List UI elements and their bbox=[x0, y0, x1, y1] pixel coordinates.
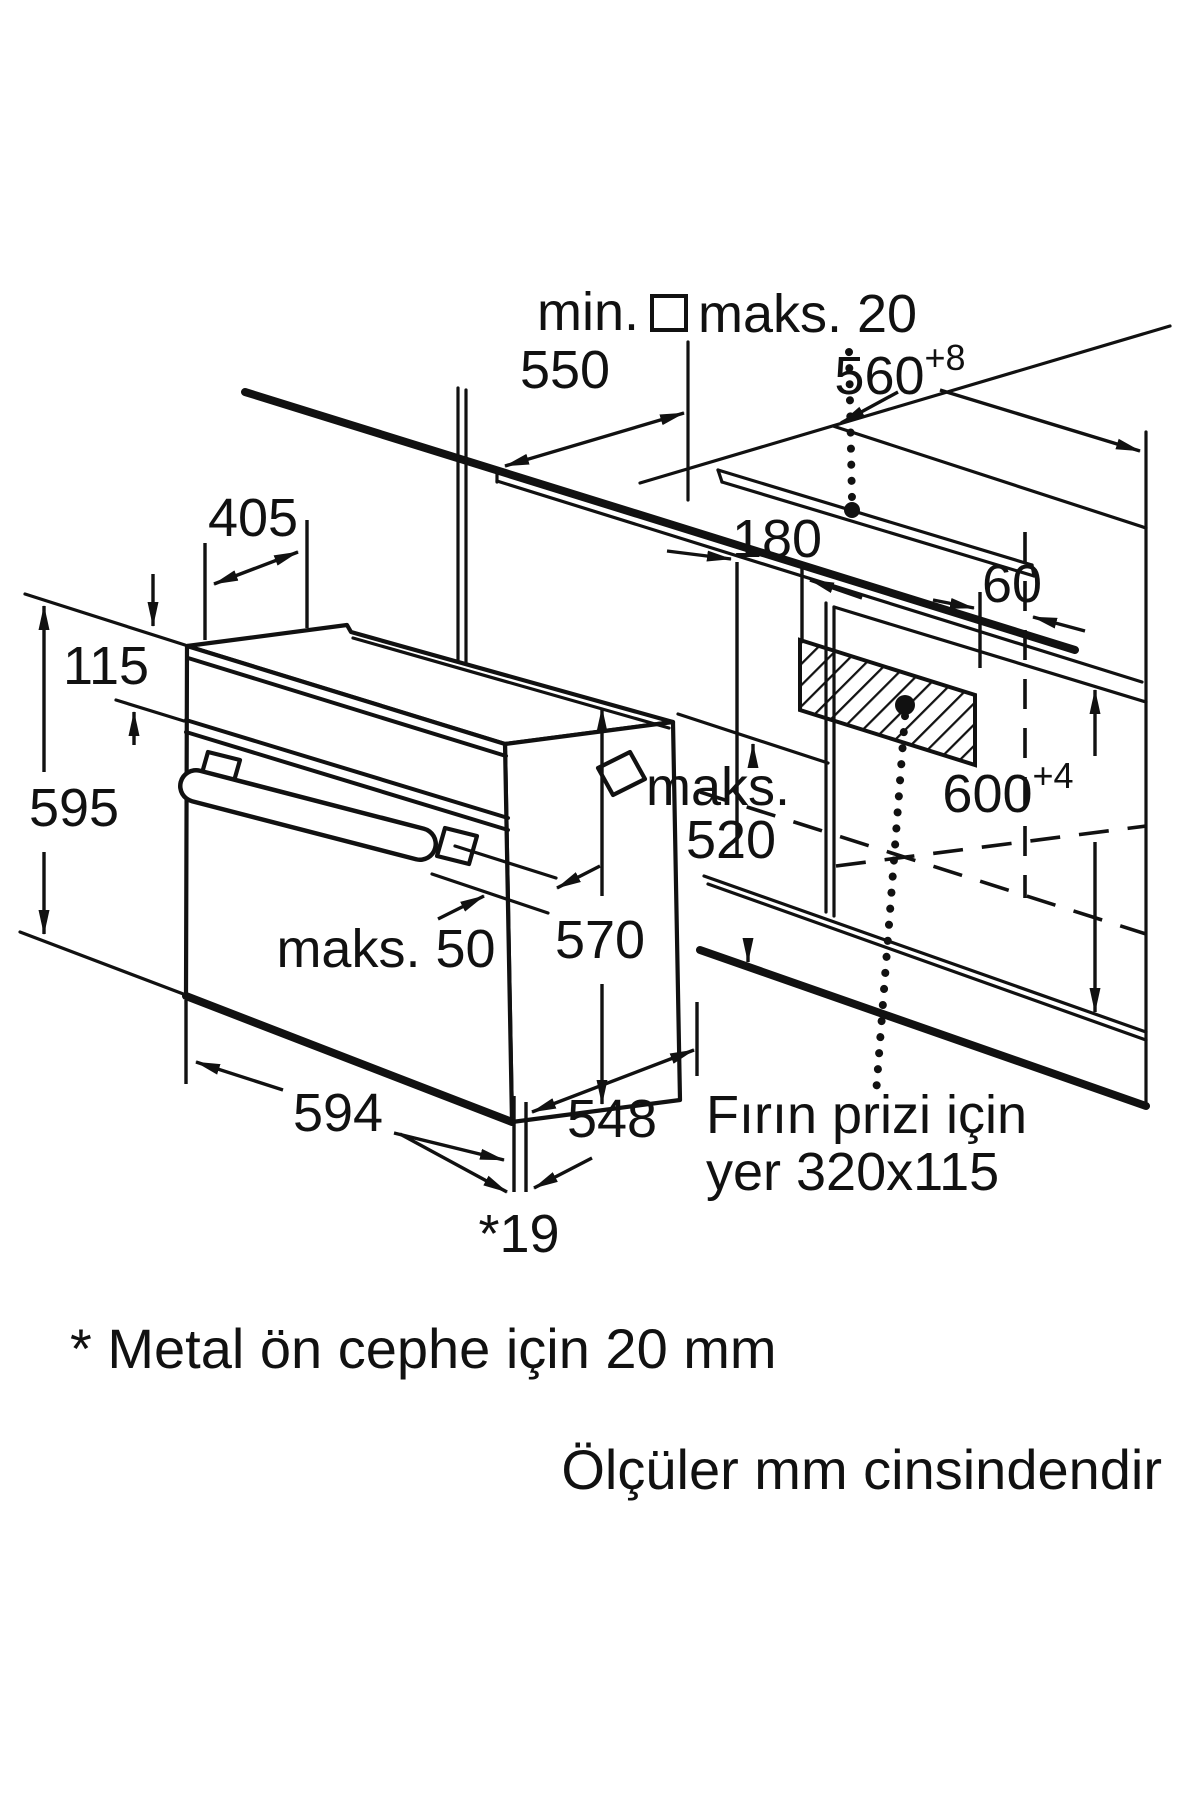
label-maks-50: maks. 50 bbox=[276, 919, 495, 979]
footnotes: * Metal ön cephe için 20 mm Ölçüler mm c… bbox=[70, 1317, 1162, 1501]
label-60: 60 bbox=[982, 554, 1042, 614]
socket-center-dotted-line bbox=[872, 712, 909, 1098]
label-min: min. bbox=[537, 282, 639, 342]
label-600-plus4: 600+4 bbox=[942, 755, 1073, 824]
worktop-reference-dot bbox=[844, 502, 860, 518]
label-520: 520 bbox=[686, 810, 776, 870]
dimension-lines bbox=[18, 388, 1141, 1194]
label-socket-line1: Fırın prizi için bbox=[706, 1085, 1027, 1145]
label-180: 180 bbox=[732, 509, 822, 569]
label-socket-line2: yer 320x115 bbox=[706, 1142, 999, 1202]
cabinet-niche bbox=[676, 532, 1150, 1110]
label-115: 115 bbox=[63, 636, 149, 696]
label-548: 548 bbox=[567, 1089, 657, 1149]
label-maks-20: maks. 20 bbox=[698, 284, 917, 344]
dimension-labels: min. 550 maks. 20 560+8 405 115 595 180 … bbox=[29, 282, 1074, 1264]
footnote-metal-front: * Metal ön cephe için 20 mm bbox=[70, 1317, 777, 1380]
label-595: 595 bbox=[29, 778, 119, 838]
niche-hidden-edge-depth bbox=[835, 824, 1147, 868]
niche-hidden-edge-width bbox=[699, 790, 1147, 936]
label-405: 405 bbox=[208, 488, 298, 548]
label-star-19: *19 bbox=[478, 1204, 559, 1264]
socket-dot bbox=[895, 695, 915, 715]
socket-area-hatched bbox=[798, 637, 977, 768]
label-594: 594 bbox=[293, 1083, 383, 1143]
oven-side-vent bbox=[595, 749, 648, 798]
overhang-square-symbol bbox=[650, 294, 688, 332]
label-560-plus8: 560+8 bbox=[834, 337, 965, 406]
door-handle bbox=[182, 772, 434, 858]
label-maks: maks. bbox=[646, 757, 790, 817]
footnote-units: Ölçüler mm cinsindendir bbox=[561, 1438, 1162, 1501]
oven bbox=[178, 622, 683, 1126]
label-550: 550 bbox=[520, 340, 610, 400]
worktop-and-wall bbox=[241, 294, 1172, 1107]
label-570: 570 bbox=[555, 910, 645, 970]
